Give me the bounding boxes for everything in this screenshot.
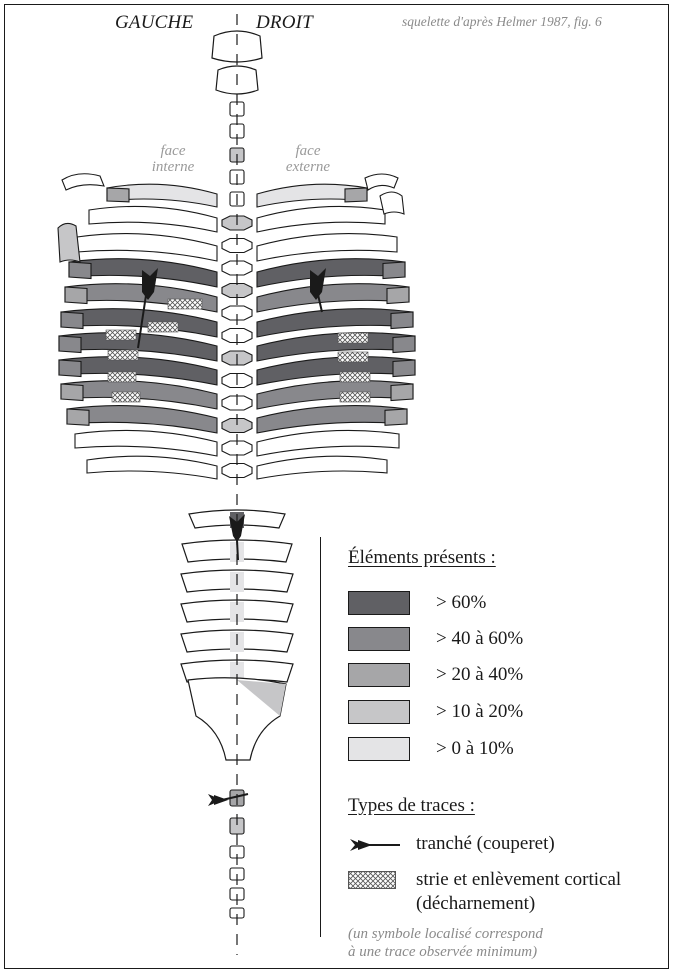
cutmark-hatch-9 [340,372,370,382]
rib-L-11 [75,430,217,456]
rib-R-2 [257,206,385,232]
rib-R-3 [257,234,397,261]
cutmark-hatch-1 [168,299,202,309]
rib-R-6 [257,309,413,337]
rib-tip-R-10 [385,409,407,425]
rib-L-12 [87,456,217,479]
rib-tip-L-9 [61,384,83,401]
rib-tip-R-1 [345,188,367,202]
rib-tip-L-7 [59,336,81,353]
rib-tip-L-1 [107,188,129,202]
trace-label-chop: tranché (couperet) [416,833,555,855]
rib-fragment-left-top [62,174,104,190]
level-label-0-10: > 0 à 10% [436,738,514,760]
trace-label-cutmark-detail: (décharnement) [416,893,535,915]
swatch-10-20 [348,700,410,724]
level-label-40-60: > 40 à 60% [436,628,523,650]
level-label-over-60: > 60% [436,592,486,614]
chop-line-lumbar [237,540,238,560]
rib-L-6 [61,309,217,337]
rib-fragment-right-side [380,192,404,214]
swatch-0-10 [348,737,410,761]
rib-R-5 [257,284,409,312]
rib-tip-L-10 [67,409,89,425]
rib-fragment-right-top [365,174,398,190]
rib-fragment-left-side [58,223,80,262]
rib-tip-R-6 [391,312,413,329]
cutmark-hatch-8 [338,352,368,362]
rib-tip-R-7 [393,336,415,353]
trace-label-cutmark: strie et enlèvement cortical [416,869,621,891]
crosshatch-icon [348,871,396,889]
traces-legend-title: Types de traces : [348,795,475,817]
cutmark-hatch-5 [108,372,136,382]
legend-divider [320,537,321,937]
cutmark-hatch-7 [338,333,368,343]
rib-R-9 [257,381,413,409]
elements-legend-title: Éléments présents : [348,547,496,569]
rib-R-7 [257,333,415,361]
swatch-40-60 [348,627,410,651]
rib-tip-L-6 [61,312,83,329]
rib-L-3 [77,234,217,261]
level-label-10-20: > 10 à 20% [436,701,523,723]
chop-arrow-icon [348,835,410,855]
swatch-over-60 [348,591,410,615]
rib-tip-L-8 [59,360,81,377]
rib-L-2 [89,206,217,232]
cutmark-hatch-4 [108,350,138,360]
cutmark-hatch-2 [148,322,178,332]
cutmark-hatch-3 [106,330,136,340]
cutmark-hatch-6 [112,392,140,402]
rib-tip-R-8 [393,360,415,377]
rib-tip-R-5 [387,287,409,304]
rib-tip-R-9 [391,384,413,401]
cutmark-hatch-10 [340,392,370,402]
level-label-20-40: > 20 à 40% [436,664,523,686]
rib-R-8 [257,357,415,385]
swatch-20-40 [348,663,410,687]
legend-note-line2: à une trace observée minimum) [348,943,537,961]
rib-tip-L-5 [65,287,87,304]
rib-tip-R-4 [383,262,405,279]
rib-R-11 [257,430,399,456]
legend-note-line1: (un symbole localisé correspond [348,925,543,943]
rib-tip-L-4 [69,262,91,279]
rib-R-12 [257,456,387,479]
rib-L-8 [59,357,217,385]
